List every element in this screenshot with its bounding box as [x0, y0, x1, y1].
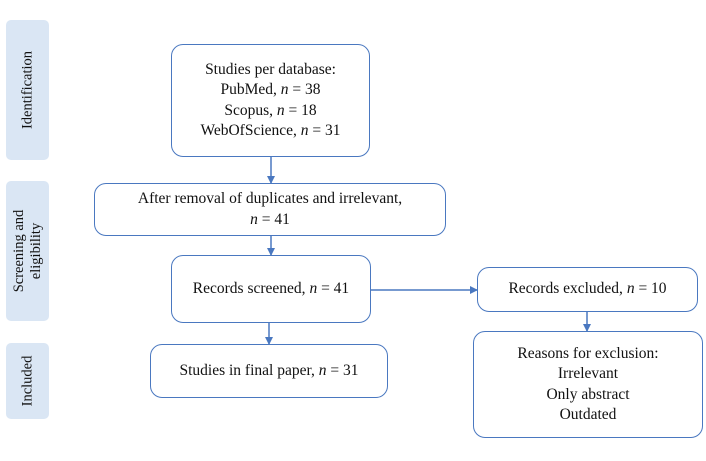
reasons-item-irrelevant: Irrelevant	[557, 365, 619, 382]
duplicates-count: n = 41	[250, 210, 290, 228]
box-exclusion-reasons: Reasons for exclusion: Irrelevant Only a…	[473, 331, 703, 438]
box-duplicates: After removal of duplicates and irreleva…	[94, 183, 446, 236]
box-databases: Studies per database: PubMed, n = 38 Sco…	[171, 44, 370, 157]
reasons-item-only-abstract: Only abstract	[546, 385, 630, 403]
box-records-excluded: Records excluded, n = 10	[477, 267, 698, 312]
final-text: Studies in final paper, n = 31	[179, 361, 359, 379]
box-records-screened: Records screened, n = 41	[171, 255, 371, 323]
databases-item-scopus: Scopus, n = 18	[224, 101, 317, 119]
reasons-heading: Reasons for exclusion:	[517, 344, 659, 362]
box-final-paper: Studies in final paper, n = 31	[150, 344, 388, 398]
duplicates-line1: After removal of duplicates and irreleva…	[137, 190, 403, 207]
screened-text: Records screened, n = 41	[192, 279, 350, 297]
stage-screening: Screening and eligibility	[6, 181, 49, 321]
reasons-item-outdated: Outdated	[559, 406, 617, 423]
stage-identification: Identification	[6, 20, 49, 160]
stage-included: Included	[6, 343, 49, 419]
databases-item-webofscience: WebOfScience, n = 31	[200, 122, 341, 139]
excluded-text: Records excluded, n = 10	[508, 280, 667, 298]
databases-item-pubmed: PubMed, n = 38	[220, 81, 321, 98]
databases-heading: Studies per database:	[205, 60, 336, 78]
